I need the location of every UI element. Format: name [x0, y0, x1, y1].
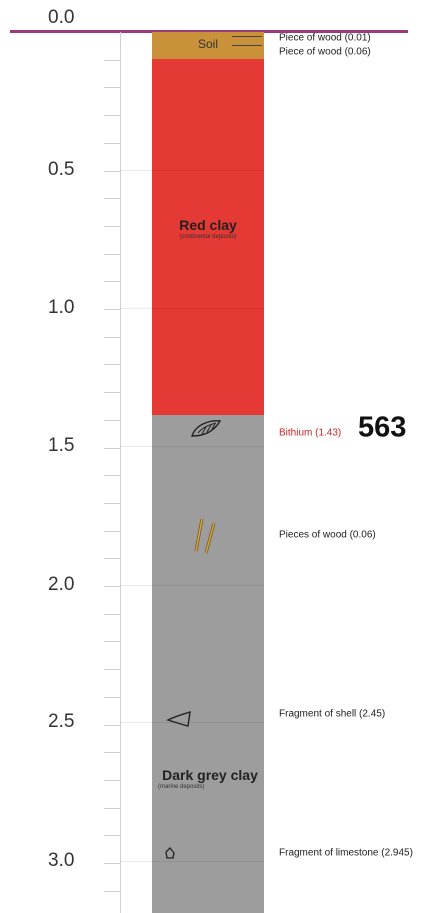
shell-fragment-icon — [166, 710, 191, 727]
depth-tick — [104, 253, 120, 255]
depth-tick — [104, 890, 120, 892]
layer-grey-clay-subtitle: (marine deposits) — [158, 784, 205, 790]
depth-tick — [104, 115, 120, 117]
layer-soil-label: Soil — [197, 37, 218, 51]
annotation-pieces-of-wood: Pieces of wood (0.06) — [279, 529, 376, 541]
gastropod-shell-icon — [191, 420, 222, 437]
layer-grey-clay-label: Dark grey clay — [162, 767, 258, 783]
depth-tick — [104, 142, 120, 144]
wood-marker-1 — [232, 36, 262, 37]
depth-tick — [104, 281, 120, 283]
depth-label-0-0: 0.0 — [48, 7, 75, 28]
depth-tick — [104, 724, 120, 726]
depth-tick — [104, 613, 120, 615]
depth-tick — [104, 752, 120, 754]
depth-tick — [104, 558, 120, 560]
depth-tick — [104, 87, 120, 89]
depth-tick — [104, 863, 120, 864]
layer-red-clay-subtitle: (continental deposits) — [179, 234, 237, 240]
layer-red-clay-title-block: Red clay (continental deposits) — [152, 217, 264, 240]
depth-tick — [104, 309, 120, 310]
depth-tick — [104, 198, 120, 200]
sample-number: 563 — [358, 411, 407, 444]
depth-tick — [104, 502, 120, 504]
depth-label-3-0: 3.0 — [48, 850, 75, 871]
gridline-2-0 — [120, 585, 264, 586]
annotation-wood-0-01: Piece of wood (0.01) — [279, 32, 371, 44]
gridline-0-5 — [120, 170, 264, 171]
depth-tick — [104, 447, 120, 449]
layer-grey-clay-title-block: Dark grey clay (marine deposits) — [154, 767, 266, 790]
annotation-shell-fragment: Fragment of shell (2.45) — [279, 708, 386, 720]
depth-tick — [104, 835, 120, 837]
depth-tick — [104, 807, 120, 809]
depth-tick — [104, 59, 120, 61]
depth-tick — [104, 530, 120, 532]
surface-line — [10, 30, 408, 33]
depth-tick — [104, 475, 120, 477]
depth-tick — [104, 419, 120, 421]
limestone-fragment-icon — [165, 847, 175, 859]
depth-label-1-0: 1.0 — [48, 297, 75, 318]
depth-tick — [104, 586, 120, 587]
wood-pieces-icon — [194, 518, 216, 554]
depth-label-1-5: 1.5 — [48, 435, 75, 456]
depth-tick — [104, 170, 120, 172]
depth-label-2-0: 2.0 — [48, 574, 75, 595]
gridline-1-0 — [120, 308, 264, 309]
annotation-limestone-fragment: Fragment of limestone (2.945) — [279, 847, 413, 859]
depth-tick — [104, 669, 120, 671]
depth-tick — [104, 336, 120, 338]
gridline-1-5 — [120, 446, 264, 447]
depth-label-2-5: 2.5 — [48, 711, 75, 732]
gridline-2-5 — [120, 722, 264, 723]
layer-soil: Soil — [152, 32, 264, 59]
depth-tick — [104, 641, 120, 643]
depth-tick — [104, 696, 120, 698]
wood-marker-2 — [232, 45, 262, 46]
gridline-3-0 — [120, 861, 264, 862]
layer-red-clay-label: Red clay — [179, 217, 237, 233]
depth-tick — [104, 392, 120, 394]
depth-label-0-5: 0.5 — [48, 159, 75, 180]
layer-red-clay: Red clay (continental deposits) — [152, 59, 264, 415]
annotation-bithium: Bithium (1.43) — [279, 427, 342, 439]
depth-tick — [104, 364, 120, 366]
layer-dark-grey-clay: Dark grey clay (marine deposits) — [152, 415, 264, 913]
depth-tick — [104, 225, 120, 227]
depth-tick — [104, 779, 120, 781]
depth-axis — [120, 32, 121, 913]
annotation-wood-0-06: Piece of wood (0.06) — [279, 46, 371, 58]
